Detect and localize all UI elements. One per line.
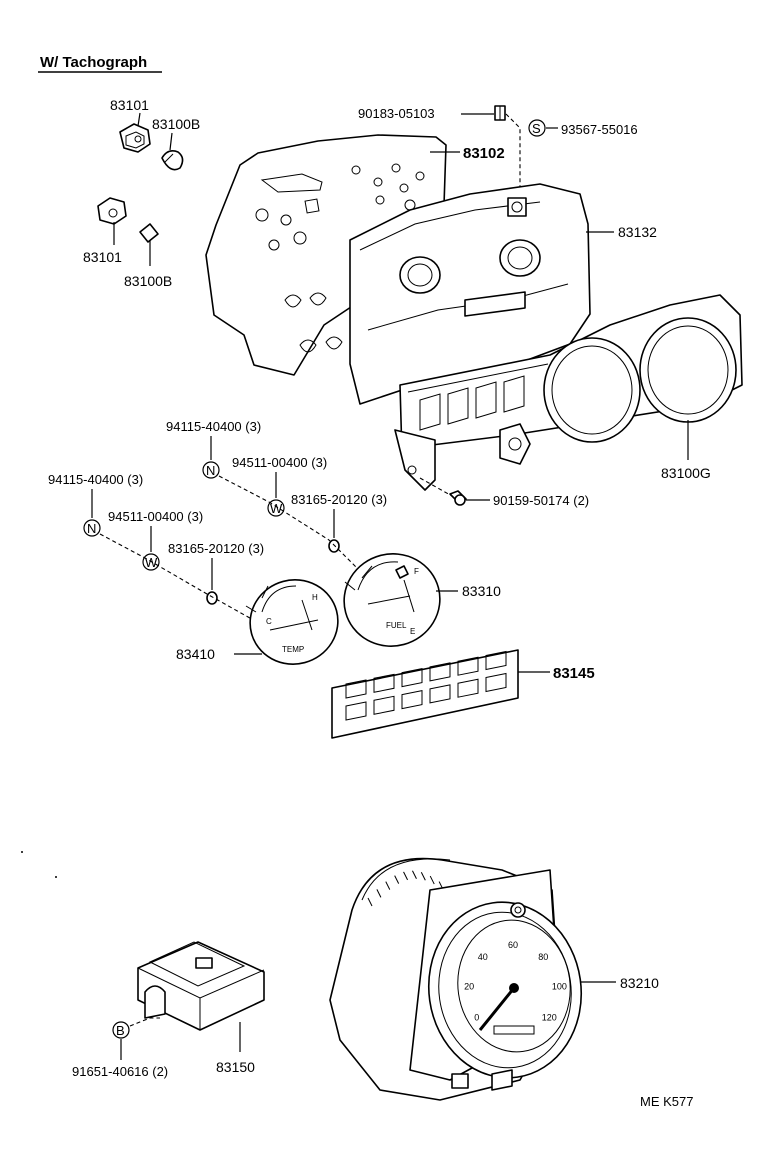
indicator-window	[457, 678, 479, 698]
label-83100G: 83100G	[661, 465, 711, 481]
label-83145: 83145	[553, 665, 595, 682]
label-90183-05103: 90183-05103	[358, 106, 435, 121]
label-90159-50174: 90159-50174 (2)	[493, 493, 589, 508]
s-symbol-93567: S	[528, 119, 546, 137]
speedometer-83210: 0 20 40 60 80 100 120	[329, 857, 583, 1101]
indicator-window	[373, 673, 395, 693]
svg-text:N: N	[206, 463, 215, 478]
diagram-title: W/ Tachograph	[40, 54, 147, 71]
label-94115-40400-a: 94115-40400 (3)	[166, 419, 261, 434]
speedo-rib	[403, 871, 409, 881]
screw-90159	[449, 490, 467, 506]
speedo-rib	[385, 881, 391, 890]
speedo-numeral: 40	[478, 952, 488, 962]
label-94115-40400-b: 94115-40400 (3)	[48, 472, 143, 487]
indicator-window	[401, 689, 423, 710]
indicator-window	[345, 679, 367, 699]
indicator-window	[485, 672, 507, 693]
speedo-numeral: 120	[542, 1012, 557, 1022]
speedo-rib	[411, 870, 417, 880]
label-83132: 83132	[618, 224, 657, 240]
speedo-numeral: 100	[552, 981, 567, 991]
meter-housing-83100G	[394, 294, 743, 491]
speedo-rib	[429, 875, 435, 885]
svg-text:F: F	[414, 567, 419, 576]
label-83165-20120-a: 83165-20120 (3)	[291, 492, 387, 507]
indicator-window	[345, 701, 367, 721]
bulb-83100B-upper	[161, 150, 184, 171]
fuel-gauge-83310: FUEL F E	[343, 553, 441, 647]
socket-83101-upper	[119, 123, 151, 153]
label-83150: 83150	[216, 1059, 255, 1075]
label-94511-00400-b: 94511-00400 (3)	[108, 509, 203, 524]
label-93567-55016: 93567-55016	[561, 122, 638, 137]
clip-90183	[494, 105, 506, 121]
svg-text:N: N	[87, 521, 96, 536]
label-83100B-lower: 83100B	[124, 273, 172, 289]
speedo-numeral: 80	[538, 952, 548, 962]
indicator-window	[429, 662, 451, 682]
speedo-numeral: 20	[464, 981, 474, 991]
bulb-83100B-lower	[139, 223, 159, 243]
svg-text:C: C	[266, 617, 272, 626]
svg-text:FUEL: FUEL	[386, 621, 407, 630]
n-symbol-b: N	[83, 519, 101, 537]
label-83165-20120-b: 83165-20120 (3)	[168, 541, 264, 556]
indicator-window	[429, 684, 451, 704]
speedo-numeral: 0	[474, 1012, 479, 1022]
label-83101-lower: 83101	[83, 249, 122, 265]
svg-text:E: E	[410, 627, 415, 636]
svg-text:W: W	[145, 555, 158, 570]
svg-text:B: B	[116, 1023, 125, 1038]
label-83310: 83310	[462, 583, 501, 599]
speedo-rib	[376, 889, 382, 898]
label-83410: 83410	[176, 646, 215, 662]
indicator-window	[485, 650, 507, 671]
indicator-window	[401, 667, 423, 688]
svg-text:W: W	[270, 501, 283, 516]
temp-gauge-83410: TEMP H C	[245, 579, 339, 665]
svg-text:S: S	[532, 121, 541, 136]
washer-83165-a	[328, 539, 340, 553]
label-83100B-upper: 83100B	[152, 116, 200, 132]
n-symbol-a: N	[202, 461, 220, 479]
svg-text:TEMP: TEMP	[282, 645, 304, 654]
label-83210: 83210	[620, 975, 659, 991]
speedo-numeral: 60	[508, 940, 518, 950]
meter-case-83132	[349, 183, 591, 405]
svg-text:H: H	[312, 593, 318, 602]
speedo-rib	[394, 875, 400, 884]
indicator-window	[373, 695, 395, 715]
indicator-window	[457, 656, 479, 676]
socket-83101-lower	[97, 197, 127, 225]
b-symbol-91651: B	[112, 1021, 130, 1039]
speedo-rib	[420, 872, 426, 881]
speedo-rib	[367, 897, 373, 907]
label-91651-40616: 91651-40616 (2)	[72, 1064, 168, 1079]
label-83102: 83102	[463, 145, 505, 162]
label-94511-00400-a: 94511-00400 (3)	[232, 455, 327, 470]
indicator-plate-83145	[331, 649, 519, 739]
label-83101-upper: 83101	[110, 97, 149, 113]
module-83150	[137, 941, 265, 1031]
figure-code: ME K577	[640, 1094, 693, 1109]
washer-83165-b	[206, 591, 218, 605]
